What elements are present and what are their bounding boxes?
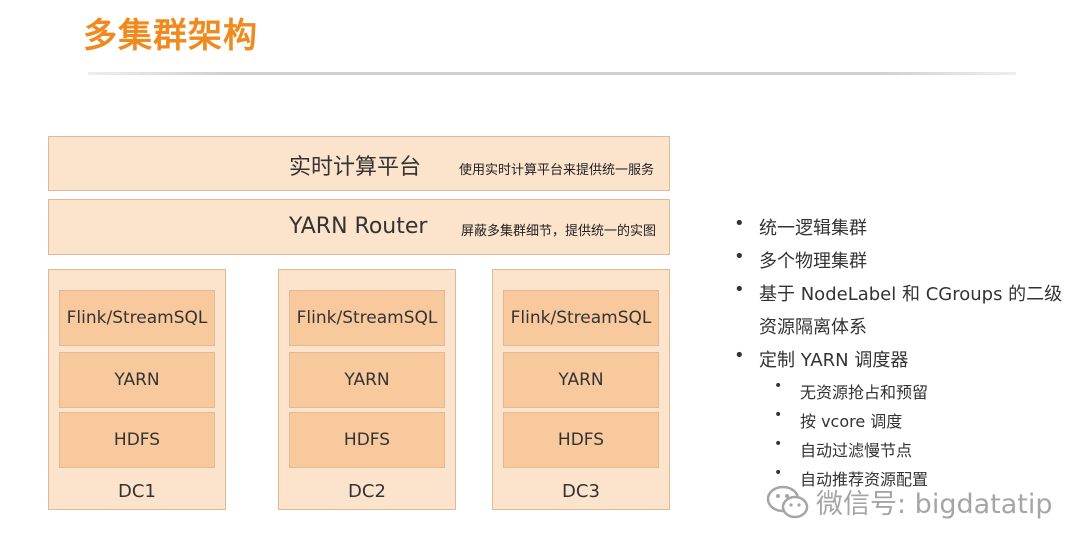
wechat-watermark: 微信号: bigdatatip: [766, 482, 1053, 521]
sub-list-item-text: 按 vcore 调度: [800, 412, 903, 431]
bullet-dot-icon: •: [774, 407, 783, 423]
sub-list-item: • 按 vcore 调度: [734, 407, 1062, 437]
sub-list-item: • 自动推荐资源配置: [734, 465, 1062, 495]
bullet-dot-icon: •: [734, 246, 745, 267]
layer-yarn: YARN: [59, 352, 215, 408]
sub-list-item: • 无资源抢占和预留: [734, 378, 1062, 408]
yarn-router-note: 屏蔽多集群细节，提供统一的实图: [461, 224, 657, 239]
sub-list-item: • 自动过滤慢节点: [734, 436, 1062, 466]
sub-list-item-text: 无资源抢占和预留: [800, 383, 929, 402]
list-item: • 基于 NodeLabel 和 CGroups 的二级: [734, 279, 1063, 313]
page-title: 多集群架构: [83, 16, 258, 56]
layer-flink: Flink/StreamSQL: [59, 290, 215, 346]
yarn-router-bar: YARN Router 屏蔽多集群细节，提供统一的实图: [48, 199, 670, 255]
datacenter-label: DC2: [348, 481, 386, 502]
bullet-dot-icon: •: [774, 436, 783, 452]
list-item-text: 定制 YARN 调度器: [759, 350, 909, 371]
wechat-icon: [766, 485, 809, 518]
datacenter-label: DC3: [562, 481, 600, 502]
layer-hdfs: HDFS: [503, 412, 659, 468]
list-item-text: 基于 NodeLabel 和 CGroups 的二级: [759, 284, 1063, 305]
layer-hdfs: HDFS: [59, 412, 215, 468]
datacenter-label: DC1: [118, 481, 156, 502]
bullet-dot-icon: •: [774, 378, 783, 394]
bullet-dot-icon: •: [734, 345, 745, 366]
layer-hdfs: HDFS: [289, 412, 445, 468]
title-divider: [88, 72, 1016, 75]
list-item: • 定制 YARN 调度器: [734, 345, 1062, 379]
bullet-dot-icon: •: [774, 465, 783, 481]
realtime-platform-label: 实时计算平台: [289, 155, 422, 180]
sub-list-item-text: 自动推荐资源配置: [800, 470, 929, 489]
layer-yarn: YARN: [503, 352, 659, 408]
layer-flink: Flink/StreamSQL: [503, 290, 659, 346]
watermark-text: 微信号: bigdatatip: [816, 489, 1053, 520]
list-item-text: 多个物理集群: [759, 251, 867, 272]
list-item: • 多个物理集群: [734, 246, 1062, 280]
list-item-text: 资源隔离体系: [759, 317, 867, 338]
list-item-text: 统一逻辑集群: [759, 218, 867, 239]
datacenter-box-dc1: Flink/StreamSQL YARN HDFS DC1: [48, 269, 226, 510]
list-item: • 统一逻辑集群: [734, 213, 1062, 247]
yarn-router-label: YARN Router: [289, 214, 428, 239]
layer-yarn: YARN: [289, 352, 445, 408]
bullet-dot-icon: •: [734, 279, 745, 300]
realtime-platform-note: 使用实时计算平台来提供统一服务: [459, 163, 655, 178]
layer-flink: Flink/StreamSQL: [289, 290, 445, 346]
datacenter-box-dc2: Flink/StreamSQL YARN HDFS DC2: [278, 269, 456, 510]
sub-list-item-text: 自动过滤慢节点: [800, 441, 913, 460]
bullet-dot-icon: •: [734, 213, 745, 234]
list-item-continuation: 资源隔离体系: [734, 313, 1062, 346]
feature-list: • 统一逻辑集群 • 多个物理集群 • 基于 NodeLabel 和 CGroups …: [734, 213, 1063, 495]
realtime-platform-bar: 实时计算平台 使用实时计算平台来提供统一服务: [48, 136, 670, 191]
datacenter-box-dc3: Flink/StreamSQL YARN HDFS DC3: [492, 269, 670, 510]
